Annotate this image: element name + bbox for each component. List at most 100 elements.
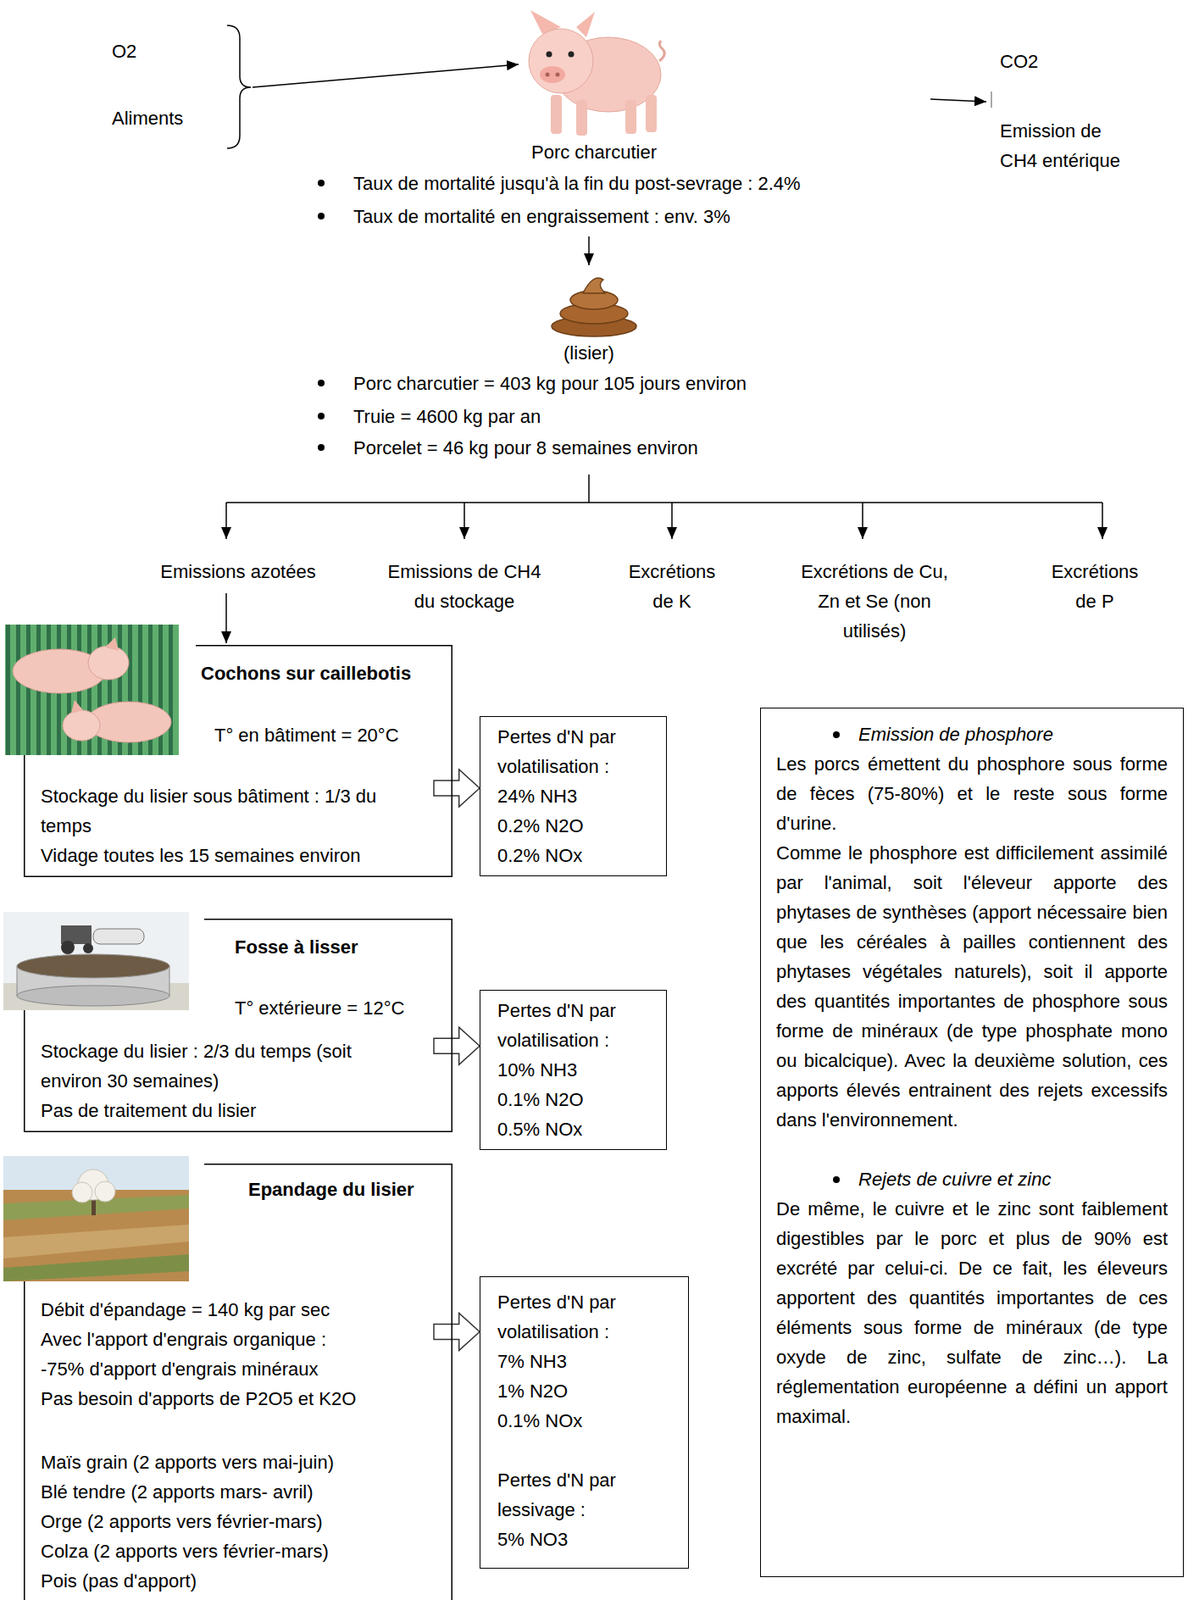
box-text: Pas de traitement du lisier bbox=[40, 1095, 439, 1126]
tanker bbox=[93, 928, 145, 944]
field bbox=[3, 1189, 189, 1282]
bullet-dot bbox=[832, 731, 840, 739]
box-text: De même, le cuivre et le zinc sont faibl… bbox=[776, 1193, 1168, 1432]
branch-arrow bbox=[225, 502, 228, 539]
text-label: Emissions de CH4 du stockage bbox=[386, 556, 544, 617]
pig-eye bbox=[546, 51, 553, 58]
output-arrow bbox=[930, 99, 987, 102]
box-border bbox=[24, 919, 453, 1133]
box-text: Vidage toutes les 15 semaines environ bbox=[40, 840, 439, 871]
tree-crown bbox=[94, 1181, 116, 1202]
text-label: O2 bbox=[111, 36, 137, 67]
text-label: (lisier) bbox=[525, 338, 653, 368]
bullet-dot bbox=[317, 179, 325, 187]
bullet-dot bbox=[317, 412, 325, 420]
pig-tail bbox=[659, 40, 665, 62]
stage-box: Epandage du lisierDébit d'épandage = 140… bbox=[23, 1163, 453, 1600]
stage-box: Fosse à lisser T° extérieure = 12°C Stocka… bbox=[23, 918, 453, 1133]
pig-nostril bbox=[545, 72, 550, 78]
box-text: Pois (pas d'apport) bbox=[40, 1565, 439, 1596]
box-text: 0.1% N2O bbox=[497, 1084, 663, 1115]
block-arrow bbox=[433, 1027, 480, 1065]
stage-box: Cochons sur caillebotisT° en bâtiment = … bbox=[23, 644, 453, 878]
box-text: 0.1% NOx bbox=[497, 1405, 680, 1436]
box-text: 0.5% NOx bbox=[497, 1114, 663, 1144]
tank-slurry bbox=[16, 954, 170, 978]
box-text: 7% NH3 bbox=[497, 1346, 680, 1377]
note-box: Emission de phosphoreLes porcs émettent … bbox=[760, 707, 1184, 1577]
bullet-dot bbox=[317, 212, 325, 220]
down-arrow bbox=[588, 236, 590, 266]
box-text: T° extérieure = 12°C bbox=[234, 993, 447, 1023]
bullet-dot bbox=[317, 379, 325, 387]
text-label: Taux de mortalité en engraissement : env… bbox=[353, 201, 731, 232]
box-text: Pertes d'N par lessivage : bbox=[497, 1465, 680, 1525]
box-text: 1% N2O bbox=[497, 1376, 680, 1406]
tree-stem bbox=[588, 474, 590, 503]
tank-base bbox=[16, 985, 170, 1006]
input-arrow bbox=[252, 64, 519, 88]
box-text: Pas besoin d'apports de P2O5 et K2O bbox=[40, 1383, 439, 1414]
pig-eye bbox=[568, 51, 575, 58]
tractor-wheel bbox=[61, 940, 75, 955]
text-label: Truie = 4600 kg par an bbox=[353, 401, 541, 432]
text-label: Excrétions de Cu, Zn et Se (non utilisés… bbox=[789, 556, 960, 646]
pig-photo-ear bbox=[71, 699, 84, 714]
pig-leg bbox=[576, 99, 588, 136]
text-label: Taux de mortalité jusqu'à la fin du post… bbox=[353, 168, 801, 199]
bullet-dot bbox=[832, 1176, 840, 1183]
branch-arrow bbox=[1101, 502, 1104, 539]
branch-arrow bbox=[861, 502, 864, 539]
box-text: Pertes d'N par volatilisation : bbox=[497, 995, 663, 1055]
tree-crown bbox=[72, 1182, 93, 1203]
box-text: Avec l'apport d'engrais organique : bbox=[40, 1324, 439, 1355]
section-heading: Rejets de cuivre et zinc bbox=[858, 1164, 1164, 1194]
manure-tip bbox=[582, 277, 606, 294]
block-arrow bbox=[433, 1313, 480, 1351]
pig-photo-head bbox=[62, 710, 100, 741]
text-label: Emission de CH4 entérique bbox=[999, 116, 1140, 176]
field-stripe bbox=[3, 1254, 189, 1282]
pig-leg bbox=[645, 94, 657, 133]
box-outline bbox=[23, 1163, 453, 1600]
sky bbox=[3, 911, 189, 1011]
box-text: 0.2% N2O bbox=[497, 810, 663, 841]
box-text: Colza (2 apports vers février-mars) bbox=[40, 1536, 439, 1566]
box-text: 24% NH3 bbox=[497, 781, 663, 811]
box-text: 5% NO3 bbox=[497, 1524, 680, 1555]
box-text: Blé tendre (2 apports mars- avril) bbox=[40, 1476, 439, 1507]
box-border bbox=[24, 1164, 453, 1600]
text-label: Emissions azotées bbox=[140, 556, 336, 587]
pig-photo-ear bbox=[105, 637, 119, 651]
tick-mark bbox=[991, 91, 993, 108]
text-label: Excrétions de K bbox=[616, 556, 728, 617]
down-arrow bbox=[225, 593, 228, 644]
loss-box: Pertes d'N par volatilisation :10% NH30.… bbox=[479, 989, 667, 1150]
box-text: Stockage du lisier : 2/3 du temps (soit … bbox=[40, 1036, 406, 1096]
box-text: T° en bâtiment = 20°C bbox=[214, 720, 444, 750]
slatted-floor bbox=[5, 624, 179, 755]
box-title: Fosse à lisser bbox=[234, 932, 439, 962]
branch-arrow bbox=[463, 502, 466, 539]
pig-leg bbox=[550, 94, 562, 134]
pig-nostril bbox=[555, 72, 561, 78]
box-text: Comme le phosphore est difficilement ass… bbox=[776, 838, 1168, 1135]
box-text: Pertes d'N par volatilisation : bbox=[497, 1287, 680, 1347]
text-label: Porcelet = 46 kg pour 8 semaines environ bbox=[353, 433, 699, 463]
text-label: Porc charcutier = 403 kg pour 105 jours … bbox=[353, 368, 747, 399]
box-border bbox=[24, 645, 453, 878]
bullet-dot bbox=[317, 444, 325, 451]
box-text: 10% NH3 bbox=[497, 1054, 663, 1085]
loss-box: Pertes d'N par volatilisation :7% NH31% … bbox=[479, 1276, 689, 1569]
loss-box: Pertes d'N par volatilisation :24% NH30.… bbox=[479, 716, 667, 877]
pig-ear bbox=[576, 11, 595, 38]
tree-bar bbox=[226, 501, 1103, 504]
brace bbox=[227, 25, 251, 149]
pig-snout bbox=[539, 66, 566, 84]
box-text: Débit d'épandage = 140 kg par sec bbox=[40, 1294, 439, 1325]
text-label: Aliments bbox=[111, 103, 184, 134]
box-text: Les porcs émettent du phosphore sous for… bbox=[776, 749, 1168, 839]
section-heading: Emission de phosphore bbox=[858, 719, 1164, 750]
field-stripe bbox=[3, 1224, 189, 1259]
